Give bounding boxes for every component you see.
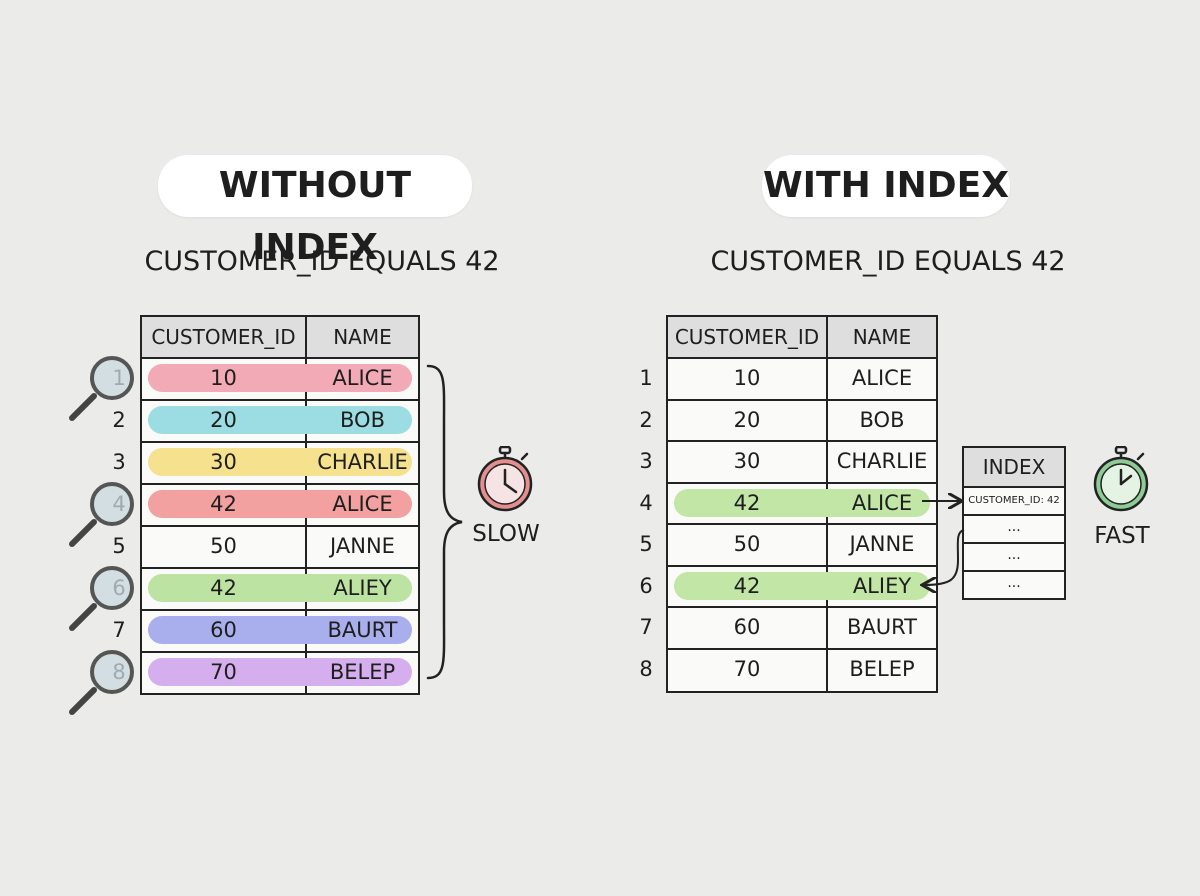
- right-query-subtitle: CUSTOMER_ID EQUALS 42: [710, 246, 1066, 277]
- name-cell: ALICE: [851, 366, 913, 390]
- customer-id-cell: 60: [733, 615, 761, 639]
- name-cell: BAURT: [846, 615, 918, 639]
- name-cell: ALICE: [332, 366, 393, 390]
- row-number: 3: [112, 450, 126, 474]
- customer-id-cell: 42: [210, 576, 237, 600]
- name-cell: ALIEY: [333, 576, 392, 600]
- customer-id-cell: 70: [733, 656, 761, 681]
- row-highlight: [674, 488, 930, 517]
- customer-id-cell: 30: [733, 449, 761, 473]
- left-header-customer-id: CUSTOMER_ID: [151, 325, 296, 349]
- customer-id-cell: 20: [733, 407, 761, 432]
- name-cell: BAURT: [327, 618, 398, 642]
- name-cell: CHARLIE: [317, 450, 408, 474]
- customer-id-cell: 50: [733, 532, 761, 556]
- customer-id-cell: 30: [210, 450, 237, 474]
- magnifier-icon: [64, 354, 144, 434]
- magnifier-icon: [64, 648, 144, 728]
- row-number: 6: [639, 573, 653, 598]
- customer-id-cell: 70: [210, 660, 237, 684]
- name-cell: ALICE: [332, 492, 393, 516]
- row-highlight: [148, 406, 412, 434]
- name-cell: BELEP: [329, 660, 396, 684]
- row-number: 5: [112, 534, 126, 558]
- customer-id-cell: 60: [210, 618, 237, 642]
- left-query-subtitle: CUSTOMER_ID EQUALS 42: [144, 246, 500, 277]
- index-box: INDEX CUSTOMER_ID: 42 ... ... ...: [962, 446, 1066, 600]
- index-entry: ...: [1007, 575, 1021, 591]
- customer-id-cell: 42: [733, 490, 761, 515]
- row-highlight: [674, 571, 930, 600]
- name-cell: JANNE: [849, 532, 915, 556]
- stopwatch-icon: [477, 446, 533, 512]
- row-number: 2: [112, 408, 126, 432]
- name-cell: BELEP: [849, 656, 915, 681]
- right-table-header: [668, 317, 936, 359]
- customer-id-cell: 10: [210, 366, 237, 390]
- name-cell: ALIEY: [852, 573, 912, 598]
- without-index-title: WITHOUT INDEX: [158, 155, 472, 268]
- name-cell: BOB: [340, 408, 385, 432]
- left-table-header: [142, 317, 418, 359]
- with-index-title: WITH INDEX: [762, 155, 1010, 217]
- fast-label: FAST: [1094, 523, 1150, 549]
- row-number: 1: [639, 366, 653, 390]
- index-title: INDEX: [964, 448, 1064, 488]
- name-cell: CHARLIE: [836, 449, 928, 473]
- customer-id-cell: 10: [733, 366, 761, 390]
- index-pointer-arrows: [920, 480, 965, 600]
- row-number: 4: [639, 490, 653, 515]
- row-highlight: [148, 490, 412, 518]
- customer-id-cell: 20: [210, 408, 237, 432]
- row-number: 5: [639, 532, 653, 556]
- right-header-customer-id: CUSTOMER_ID: [674, 325, 820, 349]
- slow-label: SLOW: [472, 521, 540, 547]
- index-entry: ...: [964, 544, 1064, 572]
- row-number: 7: [112, 618, 126, 642]
- index-entry: CUSTOMER_ID: 42: [964, 488, 1064, 516]
- row-highlight: [148, 616, 412, 644]
- row-highlight: [148, 448, 412, 476]
- customer-id-cell: 42: [733, 573, 761, 598]
- stopwatch-icon: [1093, 446, 1149, 512]
- name-cell: BOB: [859, 407, 905, 432]
- row-highlight: [148, 574, 412, 602]
- name-cell: JANNE: [330, 534, 395, 558]
- customer-id-cell: 42: [210, 492, 237, 516]
- left-header-name: NAME: [333, 325, 392, 349]
- right-header-name: NAME: [852, 325, 912, 349]
- magnifier-icon: [64, 564, 144, 644]
- magnifier-icon: [64, 480, 144, 560]
- index-entry: ...: [964, 516, 1064, 544]
- row-number: 2: [639, 407, 653, 432]
- customer-id-cell: 50: [210, 534, 237, 558]
- row-number: 3: [639, 449, 653, 473]
- row-highlight: [148, 364, 412, 392]
- row-highlight: [148, 658, 412, 686]
- name-cell: ALICE: [851, 490, 913, 515]
- curly-brace: [426, 364, 463, 680]
- row-number: 7: [639, 615, 653, 639]
- row-number: 8: [639, 656, 653, 681]
